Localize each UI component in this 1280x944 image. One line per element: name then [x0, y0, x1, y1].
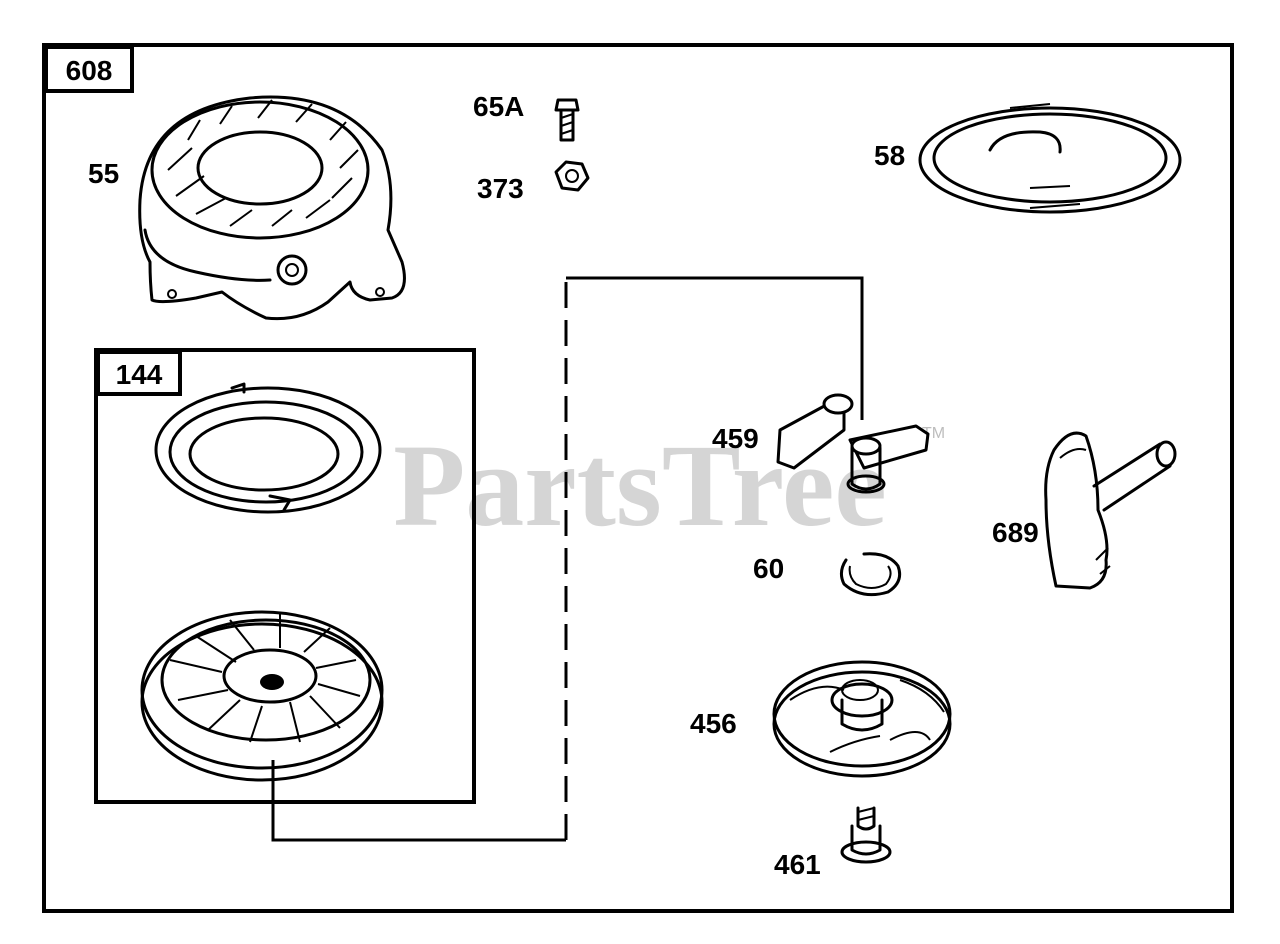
subassembly-number: 144 — [116, 359, 163, 390]
nut-part-373[interactable] — [554, 160, 590, 192]
subassembly-number-tab: 144 — [96, 350, 182, 396]
watermark: PartsTree — [393, 420, 887, 551]
assembly-number-tab: 608 — [44, 45, 134, 93]
screw-part-65A[interactable] — [554, 98, 580, 142]
connector-line — [271, 276, 864, 842]
starter-dog-part-459[interactable] — [776, 393, 930, 494]
retainer-ring-part-689[interactable] — [839, 552, 902, 597]
part-label-689: 60 — [753, 553, 784, 584]
assembly-frame — [42, 43, 1234, 913]
part-label-60: 689 — [992, 517, 1039, 548]
part-label-459: 459 — [712, 423, 759, 454]
starter-rope-part-58[interactable] — [918, 103, 1182, 214]
part-label-58: 58 — [874, 140, 905, 171]
screw-part-461[interactable] — [840, 806, 892, 864]
starter-pulley[interactable] — [140, 610, 384, 782]
subassembly-frame — [94, 348, 476, 804]
starter-handle-part-60[interactable] — [1044, 431, 1177, 590]
blower-housing-part-55[interactable] — [138, 95, 406, 321]
part-label-456: 456 — [690, 708, 737, 739]
part-label-461: 461 — [774, 849, 821, 880]
ratchet-cup-part-456[interactable] — [772, 660, 952, 778]
part-label-65A: 65A — [473, 91, 524, 122]
assembly-number: 608 — [66, 55, 113, 86]
recoil-spring[interactable] — [154, 382, 382, 514]
part-label-373: 373 — [477, 173, 524, 204]
part-label-55: 55 — [88, 158, 119, 189]
